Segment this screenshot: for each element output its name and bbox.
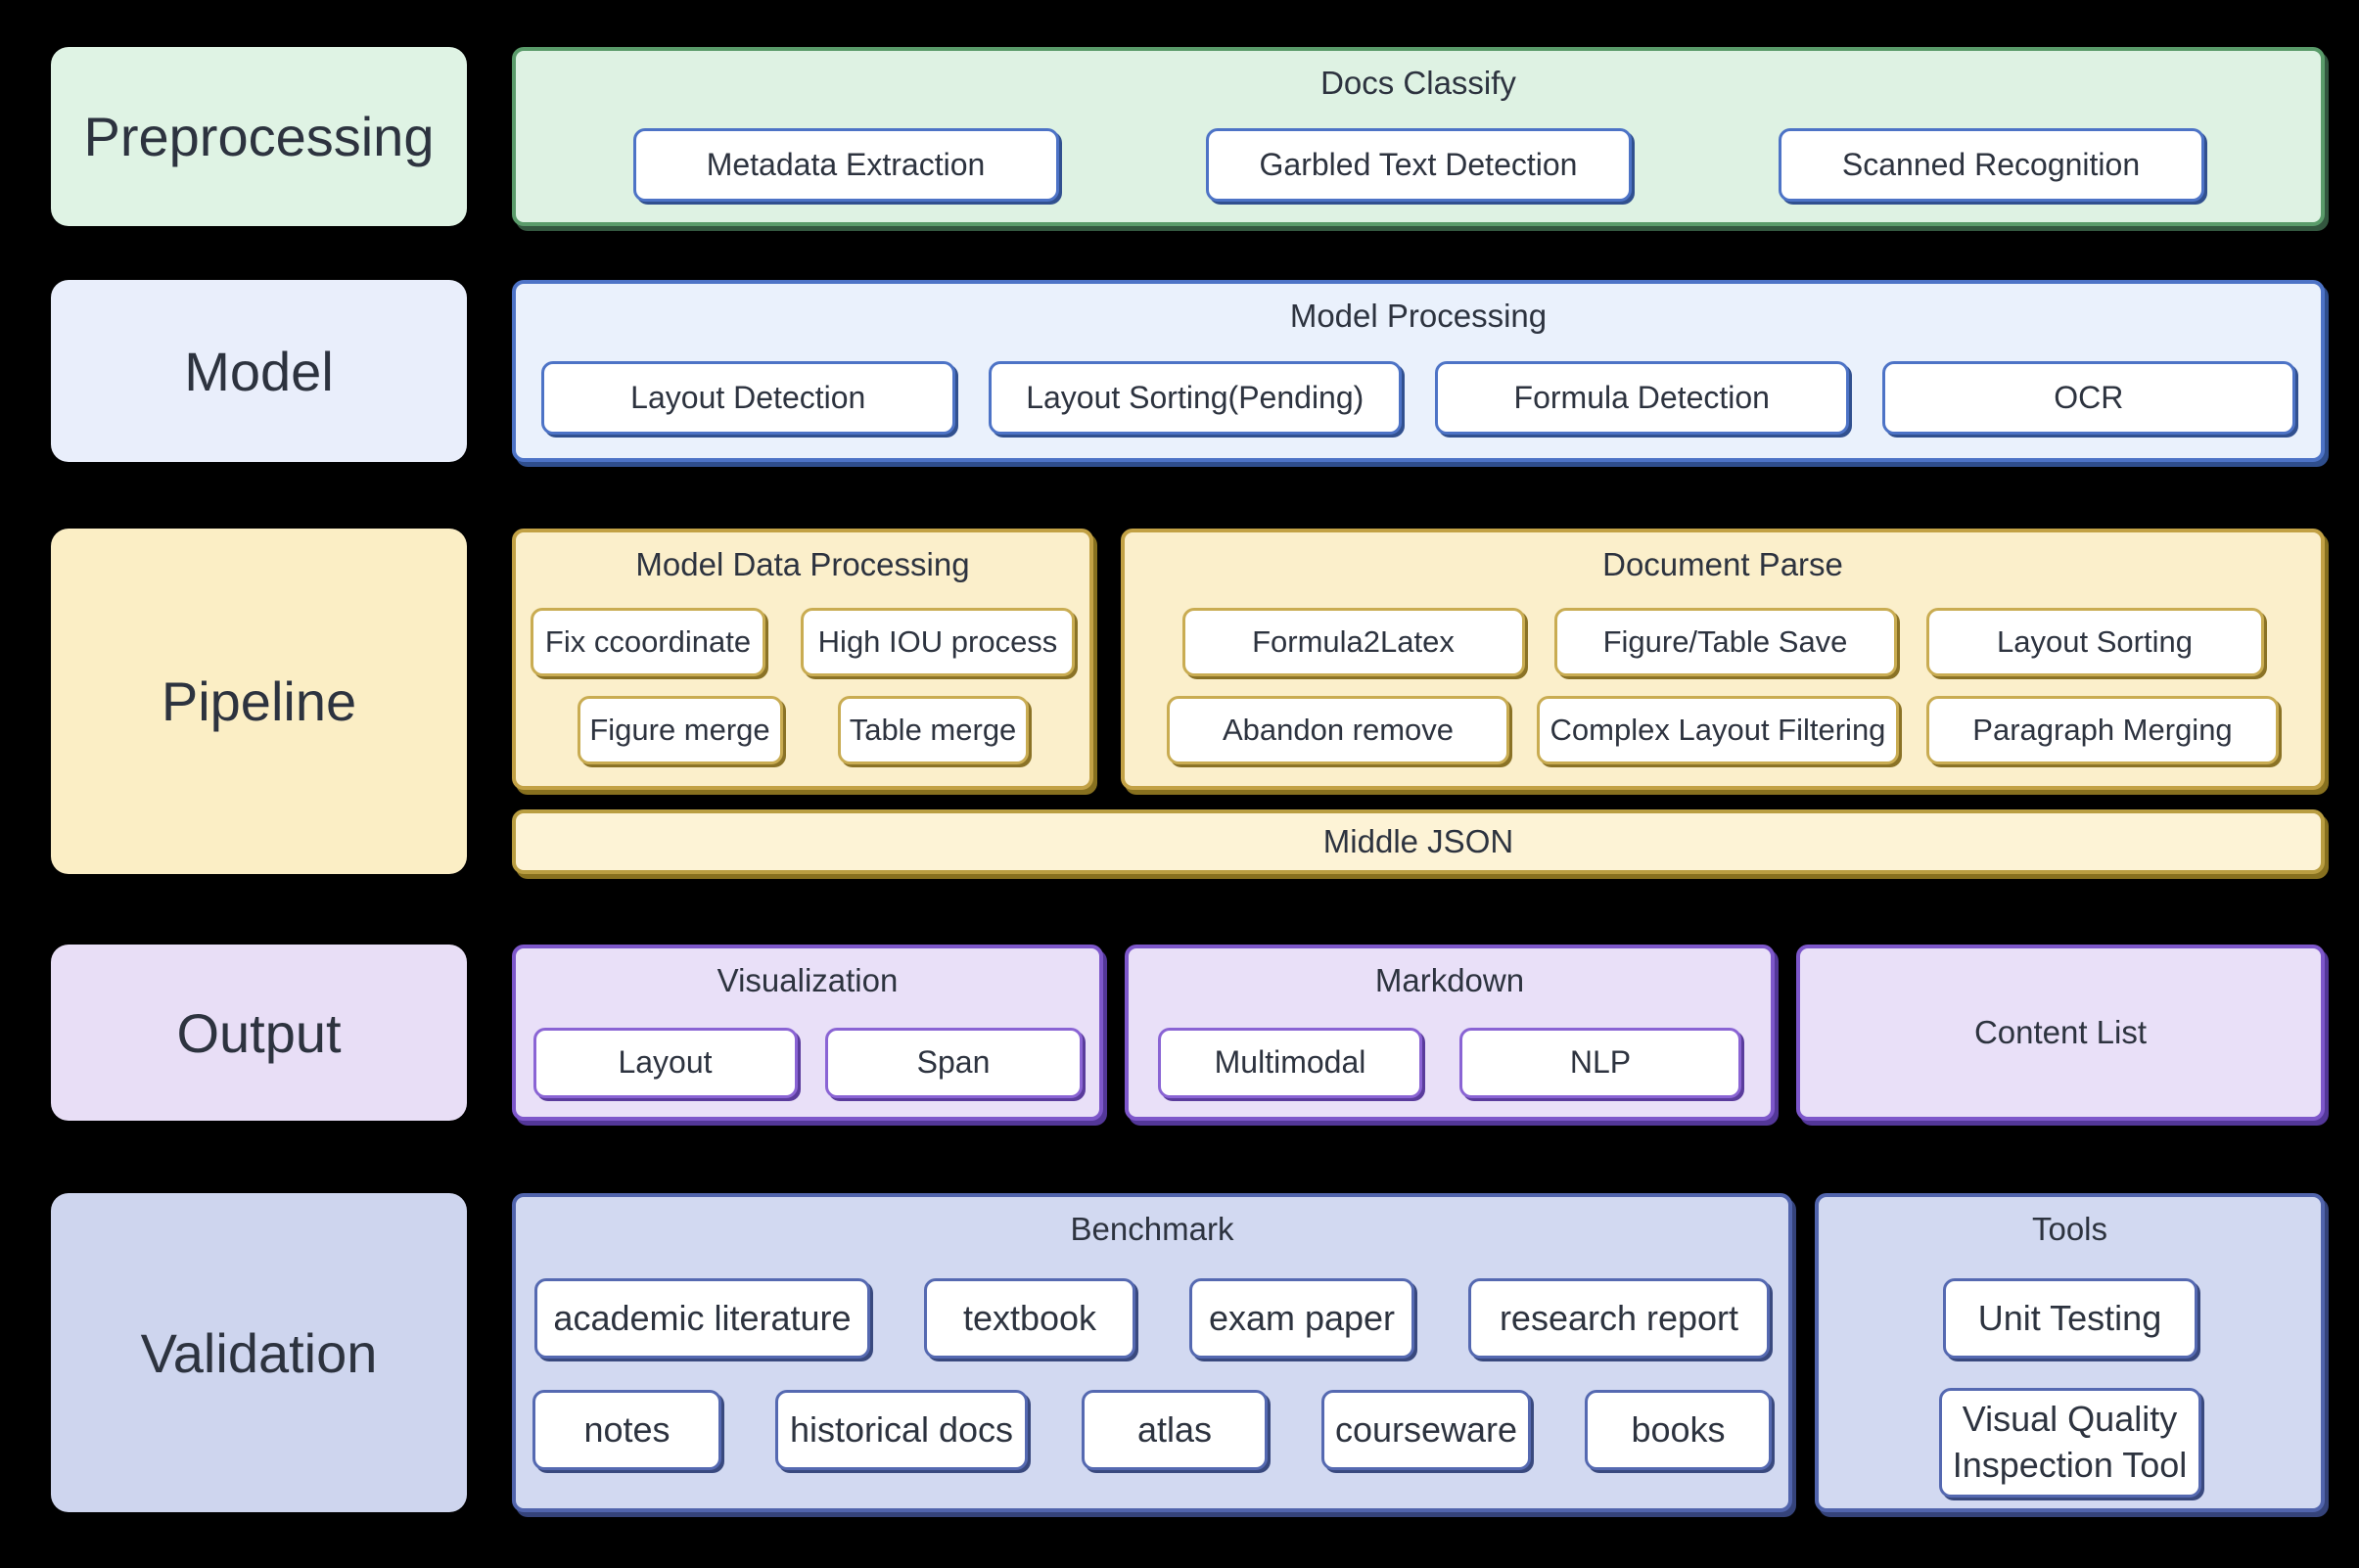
section-label-validation: Validation [51, 1193, 467, 1512]
node-ocr: OCR [1881, 361, 2295, 435]
node-courseware: courseware [1321, 1390, 1531, 1470]
node-visual-quality-inspection-tool: Visual Quality Inspection Tool [1938, 1388, 2201, 1498]
node-scanned-recognition: Scanned Recognition [1778, 128, 2204, 202]
benchmark-title: Benchmark [1070, 1211, 1234, 1247]
markdown-title: Markdown [1374, 962, 1525, 998]
markdown-panel: Markdown Multimodal NLP [1125, 945, 1775, 1121]
node-research-report: research report [1468, 1278, 1770, 1359]
content-list-panel: Content List [1796, 945, 2325, 1121]
row-preprocessing: Preprocessing Docs Classify Metadata Ext… [51, 47, 2325, 226]
node-complex-layout-filtering: Complex Layout Filtering [1537, 696, 1899, 764]
row-pipeline: Pipeline Model Data Processing Fix ccoor… [51, 529, 2325, 874]
row-validation: Validation Benchmark academic literature… [51, 1193, 2325, 1512]
node-multimodal: Multimodal [1158, 1028, 1422, 1098]
model-data-processing-title: Model Data Processing [635, 546, 970, 582]
node-high-iou-process: High IOU process [801, 608, 1075, 676]
node-historical-docs: historical docs [775, 1390, 1028, 1470]
document-parse-title: Document Parse [1602, 546, 1843, 582]
node-formula-detection: Formula Detection [1435, 361, 1849, 435]
section-label-model: Model [51, 280, 467, 462]
node-exam-paper: exam paper [1189, 1278, 1414, 1359]
node-layout-detection: Layout Detection [541, 361, 955, 435]
node-notes: notes [532, 1390, 721, 1470]
node-figure-merge: Figure merge [577, 696, 783, 764]
visualization-title: Visualization [717, 962, 899, 998]
docs-classify-panel: Docs Classify Metadata Extraction Garble… [512, 47, 2325, 226]
node-books: books [1585, 1390, 1772, 1470]
model-data-processing-panel: Model Data Processing Fix ccoordinate Hi… [512, 529, 1093, 790]
node-paragraph-merging: Paragraph Merging [1926, 696, 2279, 764]
node-formula2latex: Formula2Latex [1181, 608, 1525, 676]
model-processing-panel: Model Processing Layout Detection Layout… [512, 280, 2325, 462]
middle-json-bar: Middle JSON [512, 809, 2325, 874]
node-atlas: atlas [1082, 1390, 1268, 1470]
model-processing-title: Model Processing [1289, 298, 1548, 334]
node-nlp: NLP [1459, 1028, 1741, 1098]
node-garbled-text-detection: Garbled Text Detection [1205, 128, 1632, 202]
section-label-output: Output [51, 945, 467, 1121]
node-textbook: textbook [924, 1278, 1135, 1359]
node-layout-sorting: Layout Sorting [1925, 608, 2264, 676]
node-metadata-extraction: Metadata Extraction [632, 128, 1059, 202]
row-model: Model Model Processing Layout Detection … [51, 280, 2325, 462]
node-figure-table-save: Figure/Table Save [1553, 608, 1897, 676]
node-table-merge: Table merge [837, 696, 1029, 764]
tools-panel: Tools Unit Testing Visual Quality Inspec… [1815, 1193, 2325, 1512]
benchmark-panel: Benchmark academic literature textbook e… [512, 1193, 1792, 1512]
docs-classify-title: Docs Classify [1320, 65, 1516, 101]
node-fix-ccoordinate: Fix ccoordinate [531, 608, 765, 676]
visualization-panel: Visualization Layout Span [512, 945, 1103, 1121]
document-parse-panel: Document Parse Formula2Latex Figure/Tabl… [1121, 529, 2325, 790]
node-abandon-remove: Abandon remove [1167, 696, 1509, 764]
node-layout-sorting-pending: Layout Sorting(Pending) [988, 361, 1402, 435]
row-output: Output Visualization Layout Span Markdow… [51, 945, 2325, 1121]
node-layout: Layout [532, 1028, 798, 1098]
tools-title: Tools [2031, 1211, 2108, 1247]
section-label-pipeline: Pipeline [51, 529, 467, 874]
node-unit-testing: Unit Testing [1942, 1278, 2197, 1359]
node-span: Span [824, 1028, 1083, 1098]
node-academic-literature: academic literature [534, 1278, 870, 1359]
section-label-preprocessing: Preprocessing [51, 47, 467, 226]
